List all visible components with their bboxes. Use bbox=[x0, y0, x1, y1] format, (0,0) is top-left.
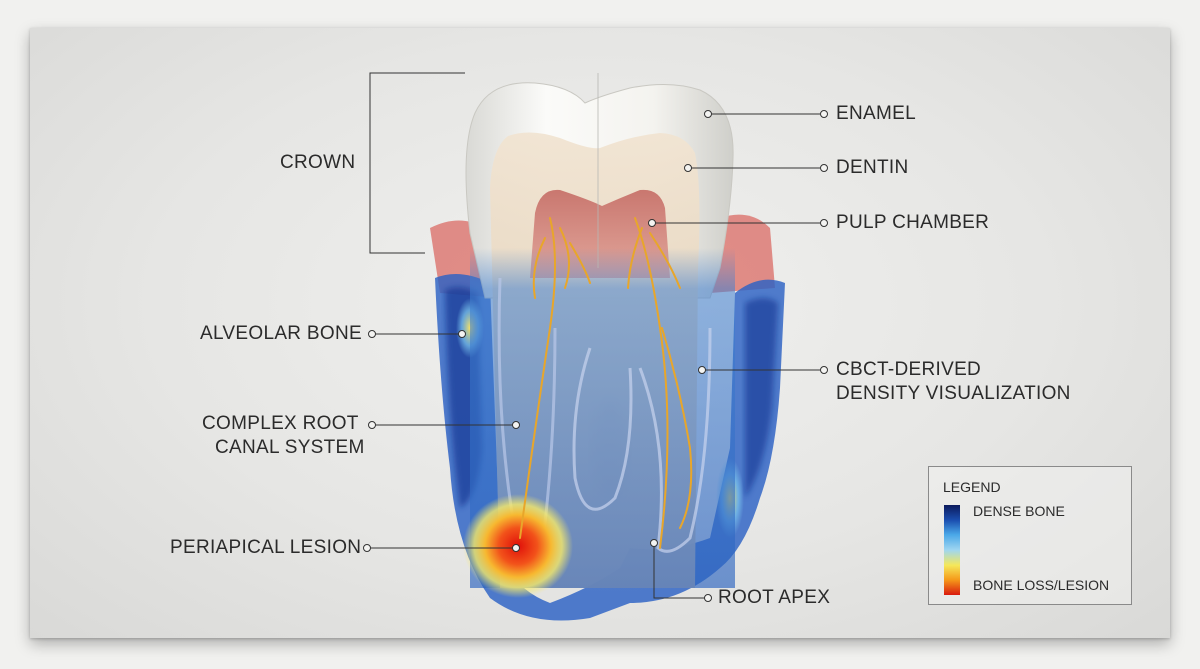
legend-bone-loss: BONE LOSS/LESION bbox=[973, 577, 1110, 593]
legend-gradient-bar bbox=[944, 505, 960, 595]
label-dentin: DENTIN bbox=[836, 157, 909, 178]
label-root-canal-line2: CANAL SYSTEM bbox=[215, 437, 365, 458]
label-cbct-line2: DENSITY VISUALIZATION bbox=[836, 383, 1071, 404]
dentin-end bbox=[820, 164, 828, 172]
label-enamel: ENAMEL bbox=[836, 103, 916, 124]
label-root-apex: ROOT APEX bbox=[718, 587, 831, 608]
apex-end bbox=[704, 594, 712, 602]
canal-start bbox=[368, 421, 376, 429]
enamel-end bbox=[820, 110, 828, 118]
lesion-point bbox=[512, 544, 520, 552]
enamel-point bbox=[704, 110, 712, 118]
label-periapical-lesion: PERIAPICAL LESION bbox=[170, 537, 362, 558]
alveolar-start bbox=[368, 330, 376, 338]
pulp-end bbox=[820, 219, 828, 227]
label-crown: CROWN bbox=[280, 152, 356, 173]
alveolar-point bbox=[458, 330, 466, 338]
canal-point bbox=[512, 421, 520, 429]
root-canal-nerves bbox=[519, 217, 693, 549]
dentin-point bbox=[684, 164, 692, 172]
root-distal bbox=[572, 347, 633, 511]
cbct-point bbox=[698, 366, 706, 374]
legend-title: LEGEND bbox=[943, 479, 1001, 495]
lesion-start bbox=[363, 544, 371, 552]
diagram-panel: CROWN ENAMEL DENTIN PULP CHAMBER ALVEOLA… bbox=[30, 28, 1170, 638]
label-alveolar-bone: ALVEOLAR BONE bbox=[200, 323, 362, 344]
tooth-illustration bbox=[363, 72, 828, 621]
apex-point bbox=[650, 539, 658, 547]
legend-dense-bone: DENSE BONE bbox=[973, 503, 1065, 519]
legend-box: LEGEND DENSE BONE BONE LOSS/LESION bbox=[928, 466, 1132, 605]
label-cbct-line1: CBCT-DERIVED bbox=[836, 359, 982, 380]
cbct-end bbox=[820, 366, 828, 374]
label-root-canal-line1: COMPLEX ROOT bbox=[202, 413, 359, 434]
label-pulp-chamber: PULP CHAMBER bbox=[836, 212, 990, 233]
pulp-point bbox=[648, 219, 656, 227]
